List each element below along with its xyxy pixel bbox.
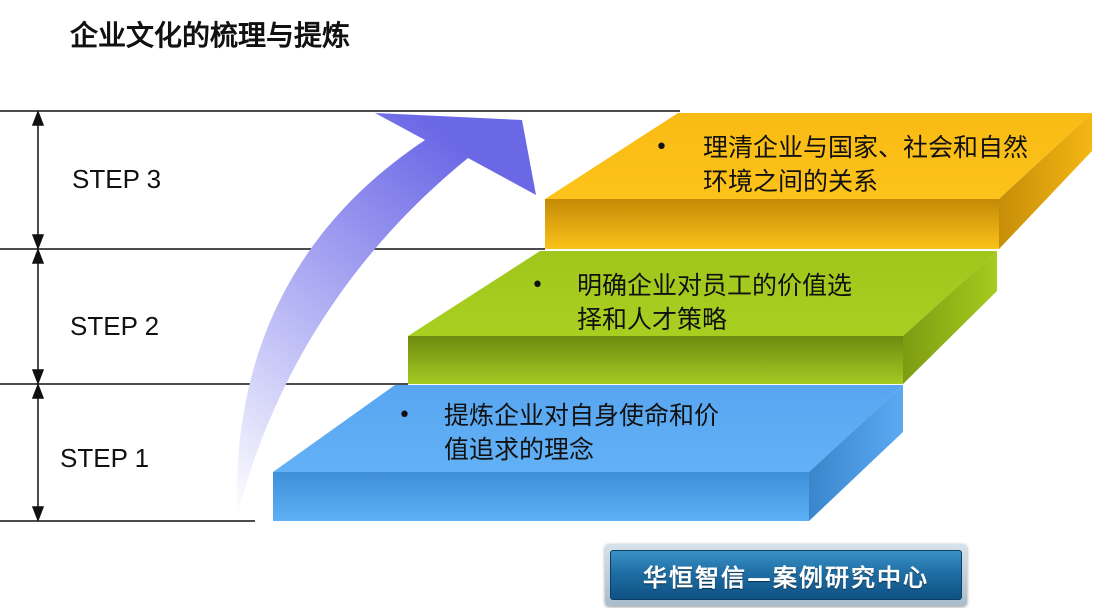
step-2-line-2: 择和人才策略 xyxy=(577,305,728,334)
step-3-label: STEP 3 xyxy=(72,164,162,194)
bullet-dot: • xyxy=(655,135,668,160)
bullet-dot: • xyxy=(531,273,544,298)
growth-arrow xyxy=(236,113,536,516)
watermark-inner: 华恒智信—案例研究中心 xyxy=(610,550,962,600)
watermark-badge: 华恒智信—案例研究中心 xyxy=(605,544,967,606)
step-1-label: STEP 1 xyxy=(60,443,150,473)
step-1-line-2: 值追求的理念 xyxy=(444,435,595,464)
step-1-block xyxy=(273,385,903,521)
step-2-block xyxy=(408,251,997,384)
step-1-height-arrow xyxy=(31,382,45,523)
step-1-text: • 提炼企业对自身使命和价 值追求的理念 xyxy=(398,399,719,467)
page-title: 企业文化的梳理与提炼 xyxy=(70,19,351,52)
step-2-line-1: 明确企业对员工的价值选 xyxy=(577,271,853,300)
step-3-height-arrow xyxy=(31,109,45,251)
watermark-text: 华恒智信—案例研究中心 xyxy=(643,562,929,592)
step-2-text: • 明确企业对员工的价值选 择和人才策略 xyxy=(531,269,852,337)
step-2-height-arrow xyxy=(31,247,45,386)
step-2-label: STEP 2 xyxy=(70,311,160,341)
step-3-line-2: 环境之间的关系 xyxy=(703,167,879,196)
bullet-dot: • xyxy=(398,403,411,428)
step-3-text: • 理清企业与国家、社会和自然 环境之间的关系 xyxy=(655,131,1028,199)
step-1-line-1: 提炼企业对自身使命和价 xyxy=(444,401,720,430)
step-3-block xyxy=(545,113,1092,249)
step-3-line-1: 理清企业与国家、社会和自然 xyxy=(703,133,1029,162)
